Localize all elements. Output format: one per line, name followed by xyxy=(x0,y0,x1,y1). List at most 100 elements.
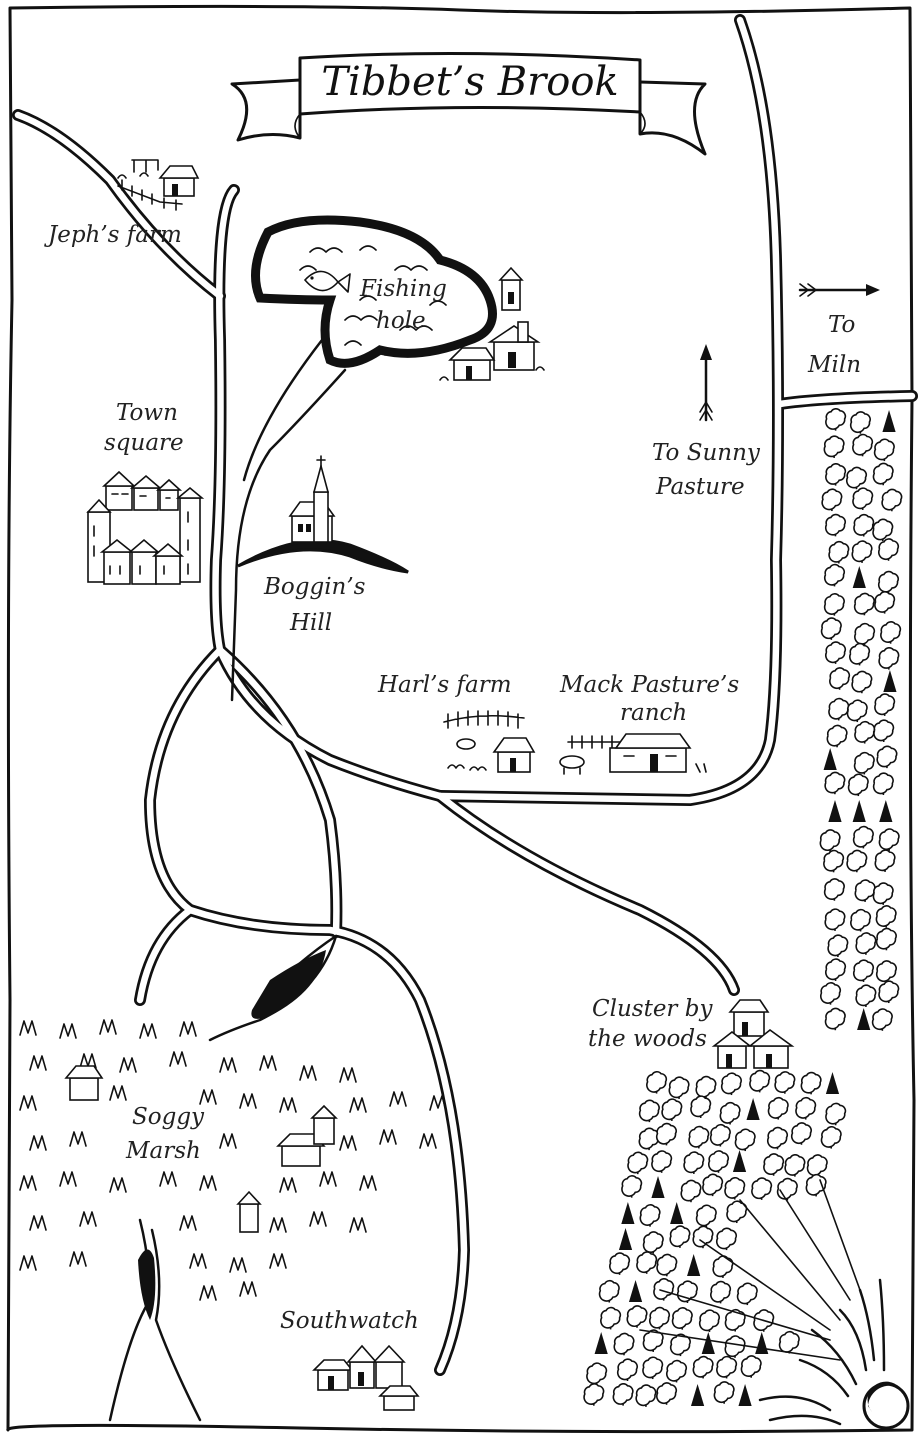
boggins-hill xyxy=(237,455,409,574)
tree-icon xyxy=(726,1200,748,1224)
tree-icon xyxy=(825,958,847,981)
tree-icon xyxy=(600,1306,622,1330)
tree-icon xyxy=(852,433,874,457)
lake-houses xyxy=(439,266,545,381)
arrow-icon xyxy=(699,344,713,422)
tree-icon xyxy=(755,1332,769,1354)
tree-icon xyxy=(820,1125,842,1149)
tree-icon xyxy=(736,1282,758,1306)
tree-icon xyxy=(819,829,841,852)
tree-icon xyxy=(828,697,850,721)
tree-icon xyxy=(805,1173,827,1197)
tree-icon xyxy=(655,1122,677,1146)
tree-icon xyxy=(823,849,845,873)
tree-icon xyxy=(638,1127,660,1151)
tree-icon xyxy=(872,462,894,486)
tree-icon xyxy=(823,593,845,616)
tree-icon xyxy=(688,1125,710,1149)
tree-icon xyxy=(828,540,850,564)
tree-icon xyxy=(709,1123,731,1147)
mack-pastures-ranch xyxy=(559,733,707,775)
label-cluster-by-woods-1: Cluster by xyxy=(592,996,713,1022)
label-to-sunny-pasture-1: To Sunny xyxy=(652,440,761,466)
tree-icon xyxy=(876,745,898,769)
tree-icon xyxy=(877,570,899,594)
tree-icon xyxy=(738,1384,752,1406)
tree-icon xyxy=(628,1280,643,1302)
tree-icon xyxy=(851,540,873,563)
tree-icon xyxy=(852,825,874,849)
tree-icon xyxy=(853,751,875,775)
tree-icon xyxy=(790,1122,812,1145)
tree-icon xyxy=(716,1355,738,1379)
soggy-marsh xyxy=(19,1019,447,1301)
tree-icon xyxy=(853,513,875,537)
tree-icon xyxy=(732,1150,747,1172)
label-to-sunny-pasture-2: Pasture xyxy=(655,474,745,500)
tree-icon xyxy=(872,882,894,905)
tree-icon xyxy=(635,1384,657,1407)
tree-icon xyxy=(671,1307,693,1330)
label-boggins-hill-2: Hill xyxy=(289,610,332,636)
tree-icon xyxy=(669,1333,691,1357)
label-boggins-hill-1: Boggin’s xyxy=(263,574,366,600)
stream xyxy=(108,338,347,1422)
tree-icon xyxy=(875,905,897,928)
tree-icon xyxy=(820,617,842,640)
tree-icon xyxy=(825,1072,840,1094)
title-banner: Tibbet’s Brook xyxy=(230,51,707,156)
fish-icon xyxy=(303,270,351,293)
tree-icon xyxy=(826,724,848,748)
tree-icon xyxy=(669,1225,691,1248)
tree-icon xyxy=(820,982,841,1005)
tree-icon xyxy=(649,1306,670,1330)
tree-icon xyxy=(874,591,896,614)
label-harls-farm: Harl’s farm xyxy=(377,672,512,698)
tree-icon xyxy=(875,927,897,951)
tree-icon xyxy=(849,642,871,666)
tree-icon xyxy=(874,849,896,872)
tree-icon xyxy=(646,1070,668,1094)
map-title: Tibbet’s Brook xyxy=(321,59,618,105)
label-mack-pastures-ranch-1: Mack Pasture’s xyxy=(559,672,739,698)
tree-icon xyxy=(690,1384,705,1406)
tree-icon xyxy=(766,1126,788,1150)
tree-icon xyxy=(594,1332,608,1354)
label-soggy-marsh-1: Soggy xyxy=(132,1104,205,1130)
tree-icon xyxy=(642,1231,664,1254)
tree-icon xyxy=(851,670,873,694)
tree-icon xyxy=(874,693,896,716)
tree-icon xyxy=(626,1305,648,1328)
tree-icon xyxy=(795,1096,817,1120)
tree-icon xyxy=(824,513,846,537)
tree-icon xyxy=(872,772,894,796)
tree-icon xyxy=(713,1381,735,1404)
tree-icon xyxy=(734,1128,756,1152)
tree-icon xyxy=(806,1154,828,1177)
label-town-square-1: Town xyxy=(116,400,178,426)
tree-icon xyxy=(680,1179,702,1203)
tree-icon xyxy=(825,463,847,486)
tree-icon xyxy=(846,849,868,873)
tree-icon xyxy=(656,1253,678,1277)
tree-icon xyxy=(800,1071,822,1095)
map-border xyxy=(6,4,916,1434)
label-to-miln-1: To xyxy=(828,312,855,338)
tree-icon xyxy=(881,488,903,512)
tree-icon xyxy=(880,621,902,644)
tree-icon xyxy=(883,670,897,692)
tree-icon xyxy=(618,1228,633,1250)
tree-icon xyxy=(824,563,845,587)
tree-icon xyxy=(639,1204,661,1227)
tree-icon xyxy=(683,1151,705,1174)
jephs-farm xyxy=(117,159,200,211)
tree-icon xyxy=(724,1308,746,1332)
tree-icon xyxy=(875,960,897,983)
tree-icon xyxy=(661,1098,683,1121)
tree-icon xyxy=(767,1096,789,1120)
southwatch xyxy=(312,1344,420,1411)
tree-icon xyxy=(642,1356,664,1380)
tree-icon xyxy=(616,1358,638,1382)
tree-icon xyxy=(627,1151,649,1175)
